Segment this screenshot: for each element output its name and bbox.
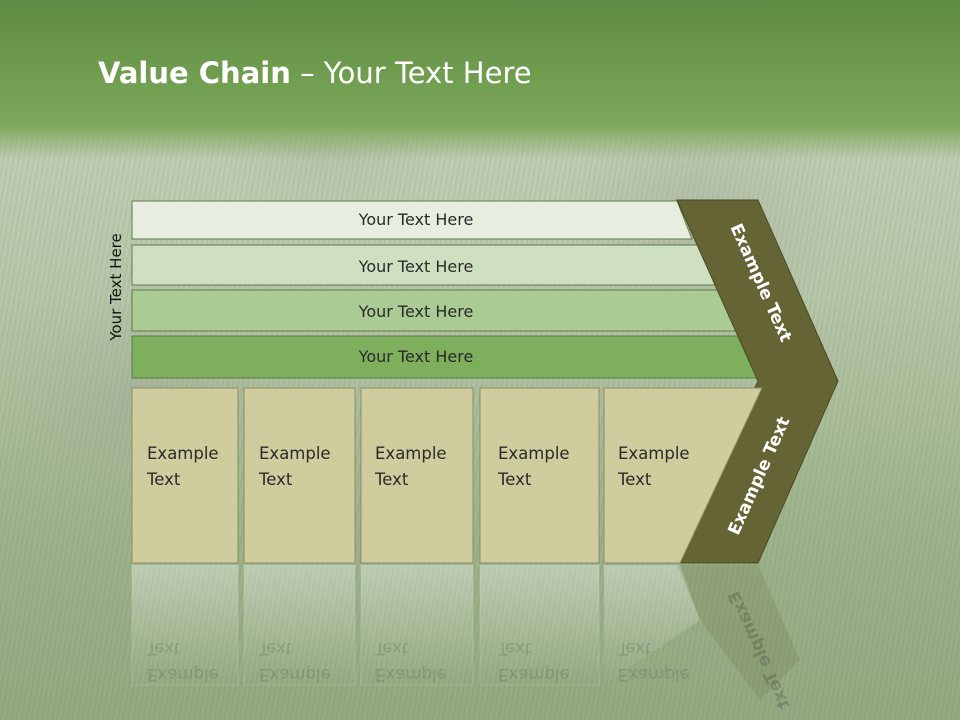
title-bold: Value Chain	[98, 56, 291, 90]
cell-5-reflection-line2: Text	[617, 639, 652, 658]
bar-2-label: Your Text Here	[358, 257, 474, 276]
cell-5	[603, 387, 763, 564]
bar-1	[131, 200, 693, 240]
reflection: Example Text Example Text Example Text E…	[131, 564, 800, 712]
cell-3-reflection-line2: Text	[374, 639, 409, 658]
bar-3-label: Your Text Here	[358, 302, 474, 321]
cell-3-line2: Text	[374, 470, 409, 489]
bar-4-label: Your Text Here	[358, 347, 474, 366]
bar-1-label: Your Text Here	[358, 210, 474, 229]
cell-5-line2: Text	[617, 470, 652, 489]
cell-2	[243, 387, 356, 564]
chevron-arrow	[676, 199, 839, 564]
cell-2-reflection-line2: Text	[258, 639, 293, 658]
cell-4-reflection-line2: Text	[497, 639, 532, 658]
cell-4-line1: Example	[498, 444, 570, 463]
cell-2-line2: Text	[258, 470, 293, 489]
header-band	[0, 0, 960, 160]
cell-1-line1: Example	[147, 444, 219, 463]
cell-4-reflection-line1: Example	[498, 665, 570, 684]
cell-3-line1: Example	[375, 444, 447, 463]
cell-1-line2: Text	[146, 470, 181, 489]
cell-1-reflection-line2: Text	[146, 639, 181, 658]
cell-5-reflection-line1: Example	[618, 665, 690, 684]
cell-1	[131, 387, 239, 564]
cell-3	[360, 387, 474, 564]
title-rest: – Your Text Here	[290, 56, 532, 90]
cell-4	[479, 387, 600, 564]
slide-title: Value Chain – Your Text Here	[98, 56, 532, 90]
cell-5-line1: Example	[618, 444, 690, 463]
cell-2-line1: Example	[259, 444, 331, 463]
cell-2-reflection-line1: Example	[259, 665, 331, 684]
cell-1-reflection-line1: Example	[147, 665, 219, 684]
cell-3-reflection-line1: Example	[375, 665, 447, 684]
cell-4-line2: Text	[497, 470, 532, 489]
